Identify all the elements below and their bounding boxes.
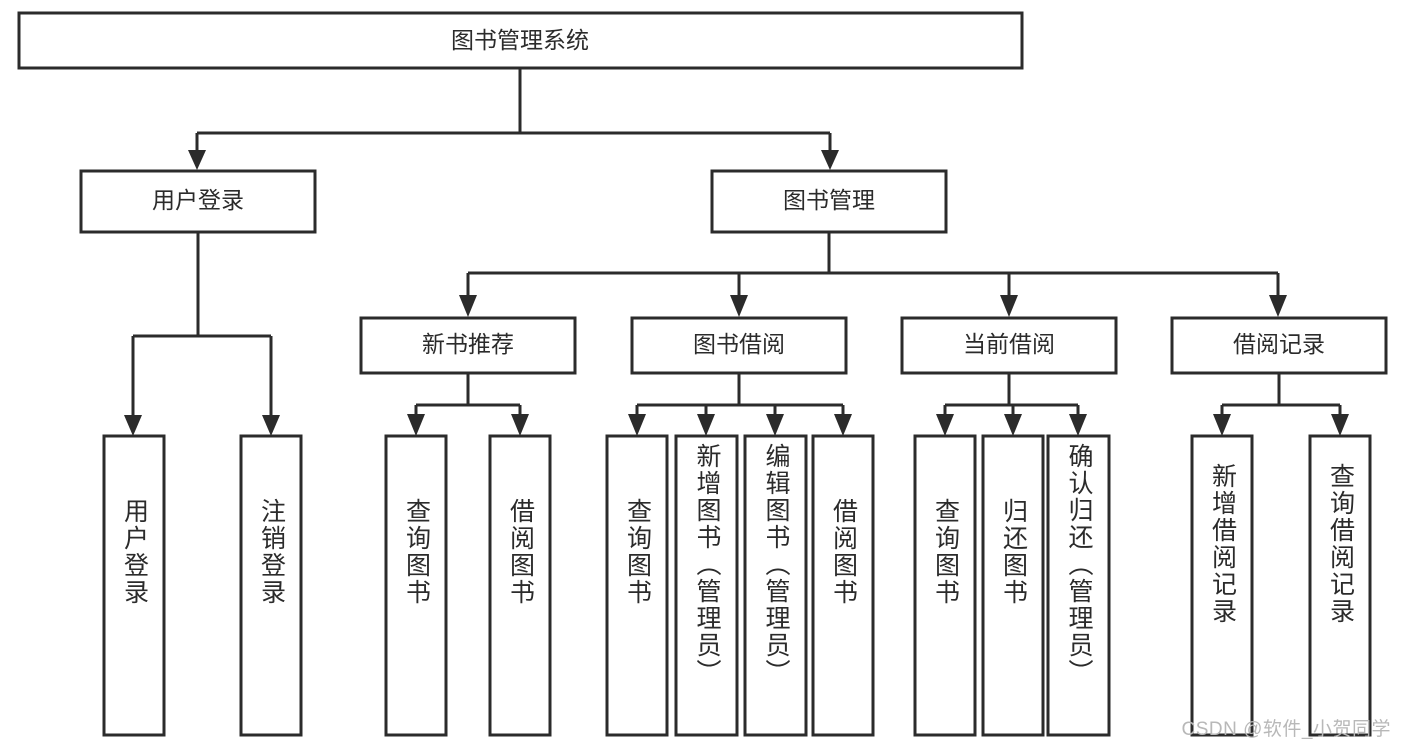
arrowhead-current-borrow [1000,295,1018,317]
leaf-rect-cb-return-book[interactable] [981,434,1045,737]
connector-root-to-level2 [188,68,839,170]
leaf-rect-logout[interactable] [239,434,303,737]
leaf-rect-cb-query-book[interactable] [913,434,977,737]
arrowhead-bb-leaf3 [766,414,784,436]
leaf-rect-br-query-record[interactable] [1308,434,1372,737]
node-book-manage-rect [710,169,948,234]
leaf-rect-nb-query-book[interactable] [384,434,448,737]
node-user-login-label: 用户登录 [152,187,244,213]
node-book-borrow-label: 图书借阅 [693,331,785,357]
arrowhead-cb-leaf1 [936,414,954,436]
arrowhead-book-borrow [730,295,748,317]
node-new-book-recommend-rect [359,316,577,375]
node-book-manage-label: 图书管理 [783,187,875,213]
node-borrow-record-label: 借阅记录 [1233,331,1325,357]
leaf-rect-bb-query-book[interactable] [605,434,669,737]
node-new-book-recommend[interactable]: 新书推荐 [359,316,577,375]
arrowhead-bb-leaf1 [628,414,646,436]
node-root[interactable]: 图书管理系统 [17,11,1024,70]
arrowhead-leaf-logout [262,415,280,436]
arrowhead-user-login [188,150,206,170]
arrowhead-nb-leaf1 [407,414,425,436]
arrowhead-cb-leaf3 [1069,414,1087,436]
arrowhead-new-book [459,295,477,317]
node-borrow-record[interactable]: 借阅记录 [1170,316,1388,375]
connector-user-login-to-leaves [124,232,280,436]
connector-current-borrow-to-leaves [936,373,1087,436]
leaf-rect-bb-edit-book[interactable] [743,434,808,737]
node-book-borrow[interactable]: 图书借阅 [630,316,848,375]
arrowhead-leaf-user-login [124,415,142,436]
node-book-manage[interactable]: 图书管理 [710,169,948,234]
node-borrow-record-rect [1170,316,1388,375]
arrowhead-nb-leaf2 [511,414,529,436]
arrowhead-br-leaf2 [1331,414,1349,436]
arrowhead-bb-leaf4 [834,414,852,436]
node-current-borrow-label: 当前借阅 [963,331,1055,357]
leaf-rect-user-login[interactable] [102,434,166,737]
node-current-borrow-rect [900,316,1118,375]
csdn-watermark: CSDN @软件_小贺同学 [1181,719,1391,740]
leaf-rect-nb-borrow-book[interactable] [488,434,552,737]
node-root-label: 图书管理系统 [451,27,589,53]
arrowhead-bb-leaf2 [697,414,715,436]
connector-book-borrow-to-leaves [628,373,852,436]
node-current-borrow[interactable]: 当前借阅 [900,316,1118,375]
node-book-borrow-rect [630,316,848,375]
connector-new-book-to-leaves [407,373,529,436]
arrowhead-cb-leaf2 [1004,414,1022,436]
arrowhead-br-leaf1 [1213,414,1231,436]
leaf-rect-cb-confirm-return[interactable] [1046,434,1111,737]
connector-borrow-record-to-leaves [1213,373,1349,436]
arrowhead-book-manage [821,150,839,170]
leaf-rect-bb-borrow-book[interactable] [811,434,875,737]
node-new-book-recommend-label: 新书推荐 [422,331,514,357]
leaf-rect-br-add-record[interactable] [1190,434,1254,737]
arrowhead-borrow-record [1269,295,1287,317]
connector-book-manage-to-level3 [459,232,1287,317]
node-root-rect [17,11,1024,70]
leaf-rect-bb-add-book[interactable] [674,434,739,737]
node-user-login[interactable]: 用户登录 [79,169,317,234]
